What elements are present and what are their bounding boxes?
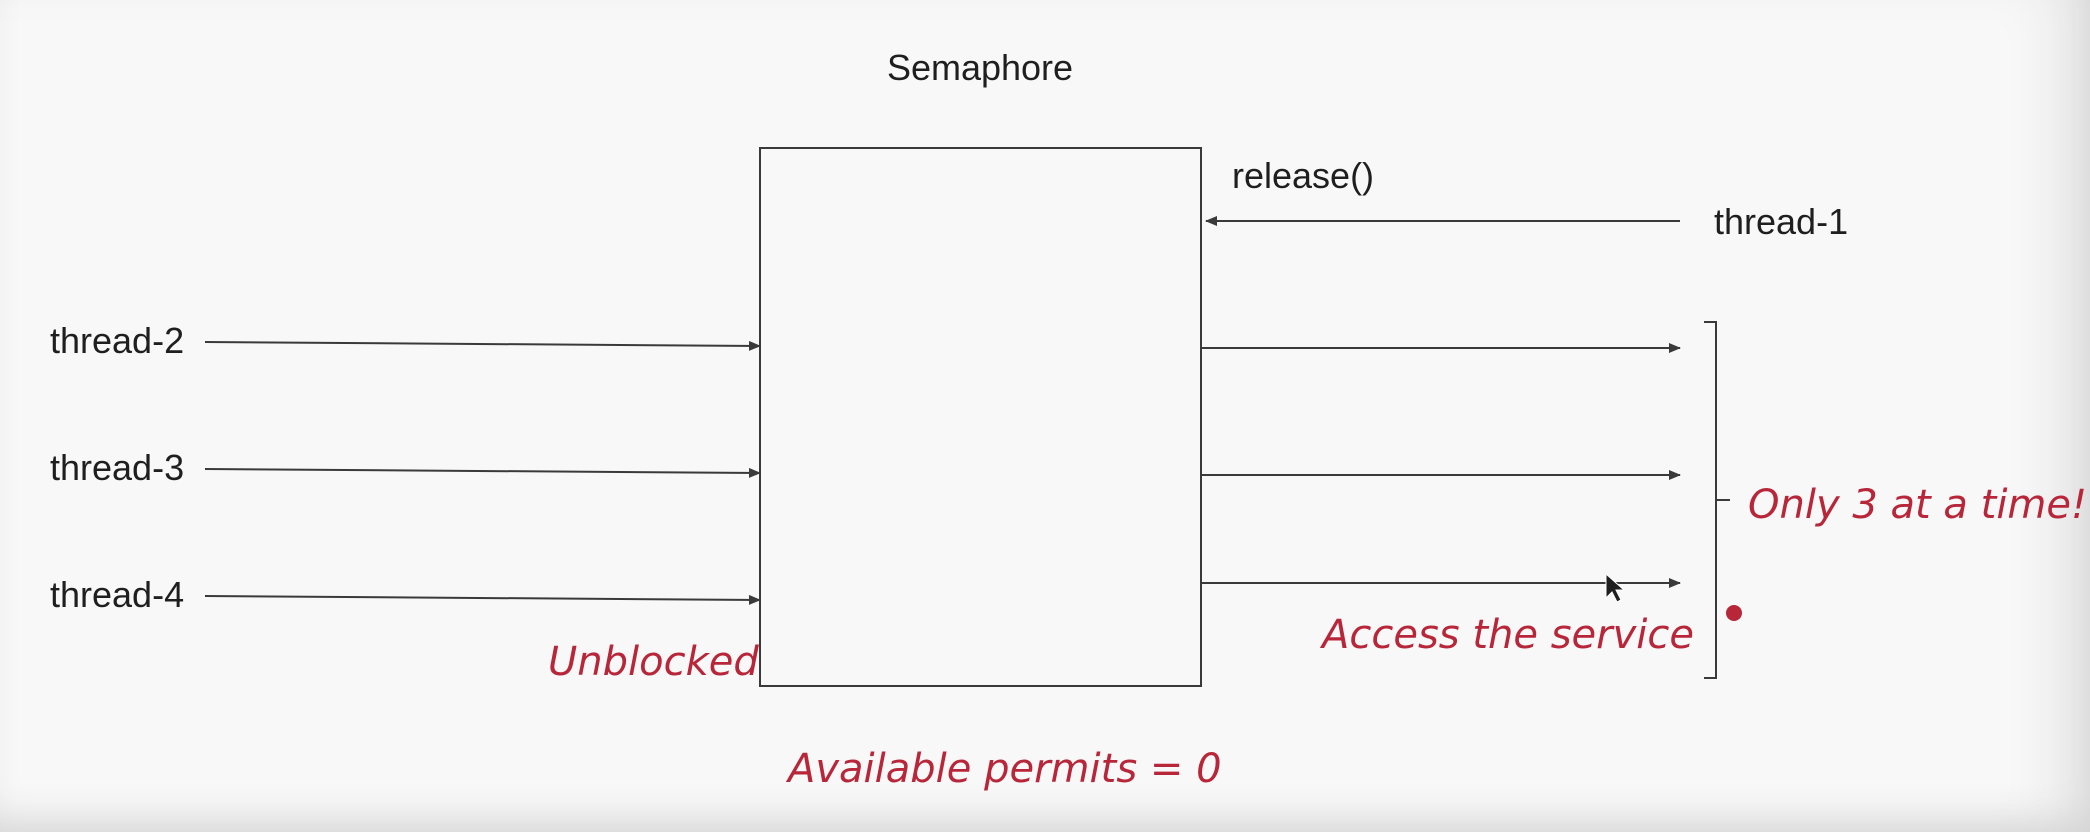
thread-2-arrow xyxy=(204,340,761,351)
thread-1-label: thread-1 xyxy=(1714,201,1848,242)
permits-annotation: Available permits = 0 xyxy=(785,746,1222,792)
thread-2-label: thread-2 xyxy=(50,320,184,361)
mouse-pointer-icon xyxy=(1605,572,1626,603)
pen-dot xyxy=(1726,605,1742,621)
semaphore-box xyxy=(759,147,1202,687)
thread-3-label: thread-3 xyxy=(50,447,184,488)
access-service-annotation: Access the service xyxy=(1319,612,1694,658)
group-bracket xyxy=(1704,321,1730,679)
limit-annotation: Only 3 at a time! xyxy=(1748,482,2087,528)
thread-4-arrow xyxy=(204,594,761,605)
thread-4-label: thread-4 xyxy=(50,574,184,615)
release-label: release() xyxy=(1232,155,1374,196)
thread-3-arrow xyxy=(204,467,761,478)
semaphore-title: Semaphore xyxy=(887,47,1073,88)
unblocked-annotation: Unblocked xyxy=(548,639,759,685)
